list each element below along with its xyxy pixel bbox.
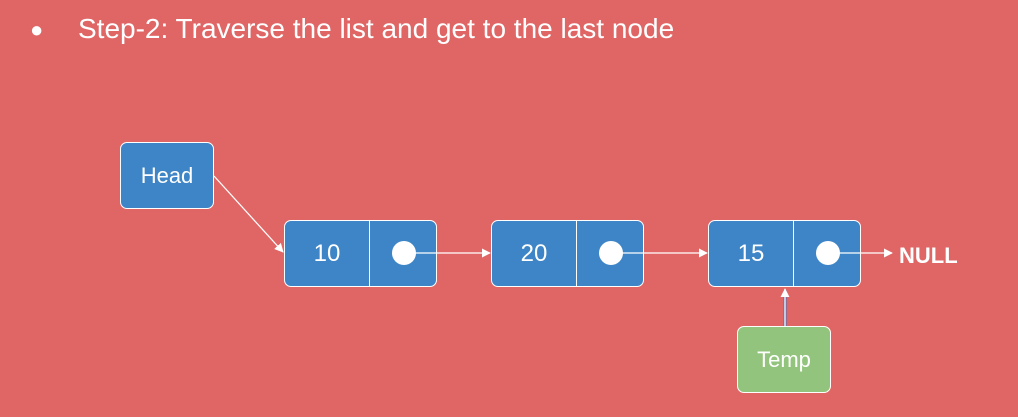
temp-pointer-box: Temp: [737, 326, 831, 393]
null-label: NULL: [899, 243, 958, 268]
pointer-dot-icon: [816, 241, 840, 265]
pointer-dot-icon: [599, 241, 623, 265]
head-pointer-box: Head: [120, 142, 214, 209]
node-next-pointer: [370, 221, 436, 286]
list-node-3: 15: [708, 220, 861, 287]
list-node-1: 10: [284, 220, 437, 287]
bullet-point: ●: [30, 17, 44, 42]
node-next-pointer: [794, 221, 860, 286]
list-node-2: 20: [491, 220, 644, 287]
node-value: 20: [492, 221, 577, 286]
node-value: 15: [709, 221, 794, 286]
node-next-pointer: [577, 221, 643, 286]
temp-label: Temp: [757, 346, 811, 372]
head-to-node1-arrow: [213, 175, 284, 253]
head-label: Head: [140, 162, 194, 188]
slide-title: Step-2: Traverse the list and get to the…: [78, 13, 675, 44]
pointer-dot-icon: [392, 241, 416, 265]
node-value: 10: [285, 221, 370, 286]
